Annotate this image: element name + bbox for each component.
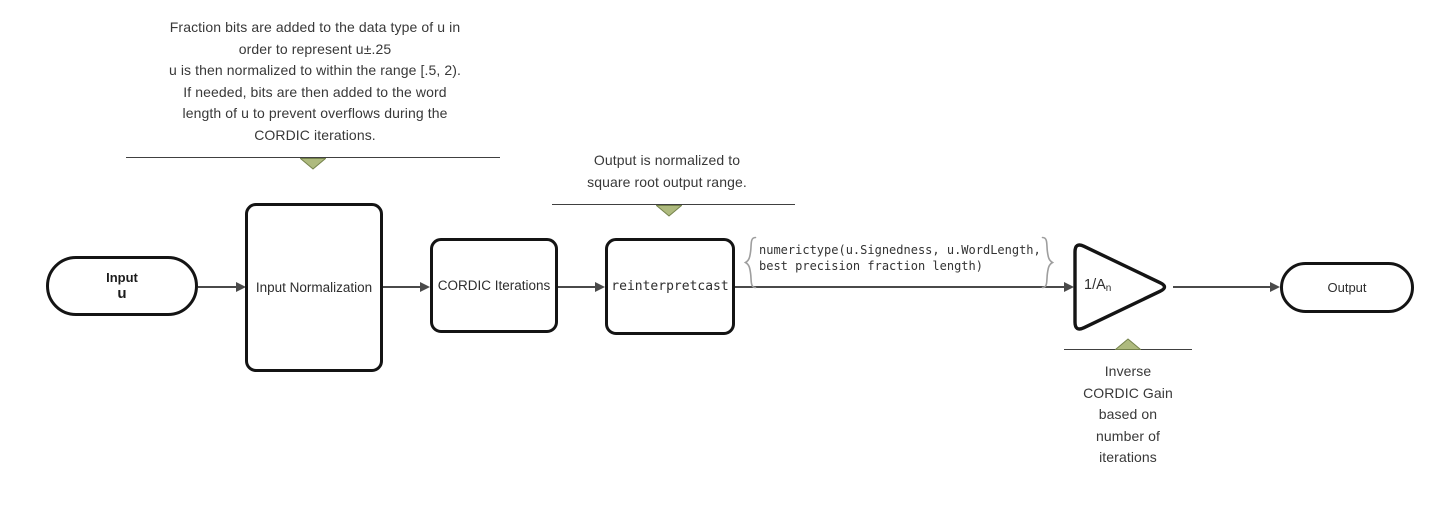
node-input-label: Input: [106, 270, 138, 285]
note-text: length of u to prevent overflows during …: [182, 105, 448, 121]
node-input-normalization: Input Normalization: [245, 203, 383, 372]
note-text: Fraction bits are added to the data type…: [169, 19, 461, 35]
inverse-gain-note: Inverse CORDIC Gain based on number of i…: [1058, 361, 1198, 469]
node-cordic-iterations-label: CORDIC Iterations: [437, 278, 551, 293]
arrowhead-icon: [420, 282, 430, 292]
note-text: Inverse: [1104, 363, 1152, 379]
note-text: numerictype(u.Signedness, u.WordLength,: [759, 243, 1041, 257]
right-brace-icon: [1041, 236, 1055, 289]
callout-underline: [126, 157, 500, 158]
output-normalization-note: Output is normalized to square root outp…: [542, 150, 792, 193]
callout-pointer-shape: [1115, 338, 1141, 350]
right-brace-path: [1041, 236, 1055, 289]
gain-triangle-path: [1073, 243, 1167, 331]
node-output-label: Output: [1327, 280, 1367, 295]
node-reinterpretcast: reinterpretcast: [605, 238, 735, 335]
node-output: Output: [1280, 262, 1414, 313]
note-text: square root output range.: [587, 173, 747, 190]
note-text: based on: [1098, 406, 1158, 422]
numerictype-note: numerictype(u.Signedness, u.WordLength, …: [759, 242, 1041, 274]
arrowhead-icon: [1064, 282, 1074, 292]
node-input-value: u: [117, 285, 127, 302]
connector-gain-to-output: [1173, 286, 1271, 288]
gain-label-subscript: n: [1105, 283, 1112, 294]
callout-underline: [552, 204, 795, 205]
callout-pointer-shape: [300, 158, 326, 170]
node-cordic-iterations: CORDIC Iterations: [430, 238, 558, 333]
input-normalization-note: Fraction bits are added to the data type…: [105, 17, 525, 146]
note-text: order to represent u±.25: [238, 40, 392, 57]
arrowhead-icon: [595, 282, 605, 292]
callout-pointer-down-icon: [656, 205, 682, 217]
arrowhead-icon: [1270, 282, 1280, 292]
node-gain-triangle: [1073, 243, 1167, 331]
note-text: Output is normalized to: [593, 152, 741, 168]
note-text: CORDIC iterations.: [254, 126, 376, 143]
connector-cordic-to-reinterpretcast: [558, 286, 596, 288]
callout-pointer-up-icon: [1115, 338, 1141, 350]
callout-pointer-shape: [656, 205, 682, 217]
left-brace-icon: [743, 236, 757, 289]
connector-normalization-to-cordic: [383, 286, 421, 288]
note-text: u is then normalized to within the range…: [168, 62, 462, 78]
gain-label-main: 1/A: [1084, 277, 1106, 293]
left-brace-path: [743, 236, 757, 289]
note-text: iterations: [1099, 449, 1157, 465]
node-reinterpretcast-label: reinterpretcast: [611, 279, 729, 294]
connector-reinterpretcast-to-gain: [735, 286, 1066, 288]
connector-input-to-normalization: [198, 286, 238, 288]
node-input: Input u: [46, 256, 198, 316]
note-text: number of: [1096, 427, 1160, 444]
note-text: If needed, bits are then added to the wo…: [183, 83, 447, 100]
node-input-normalization-label: Input Normalization: [255, 280, 373, 295]
note-text: CORDIC Gain: [1083, 384, 1173, 401]
callout-pointer-down-icon: [300, 158, 326, 170]
note-text: best precision fraction length): [759, 259, 983, 273]
arrowhead-icon: [236, 282, 246, 292]
